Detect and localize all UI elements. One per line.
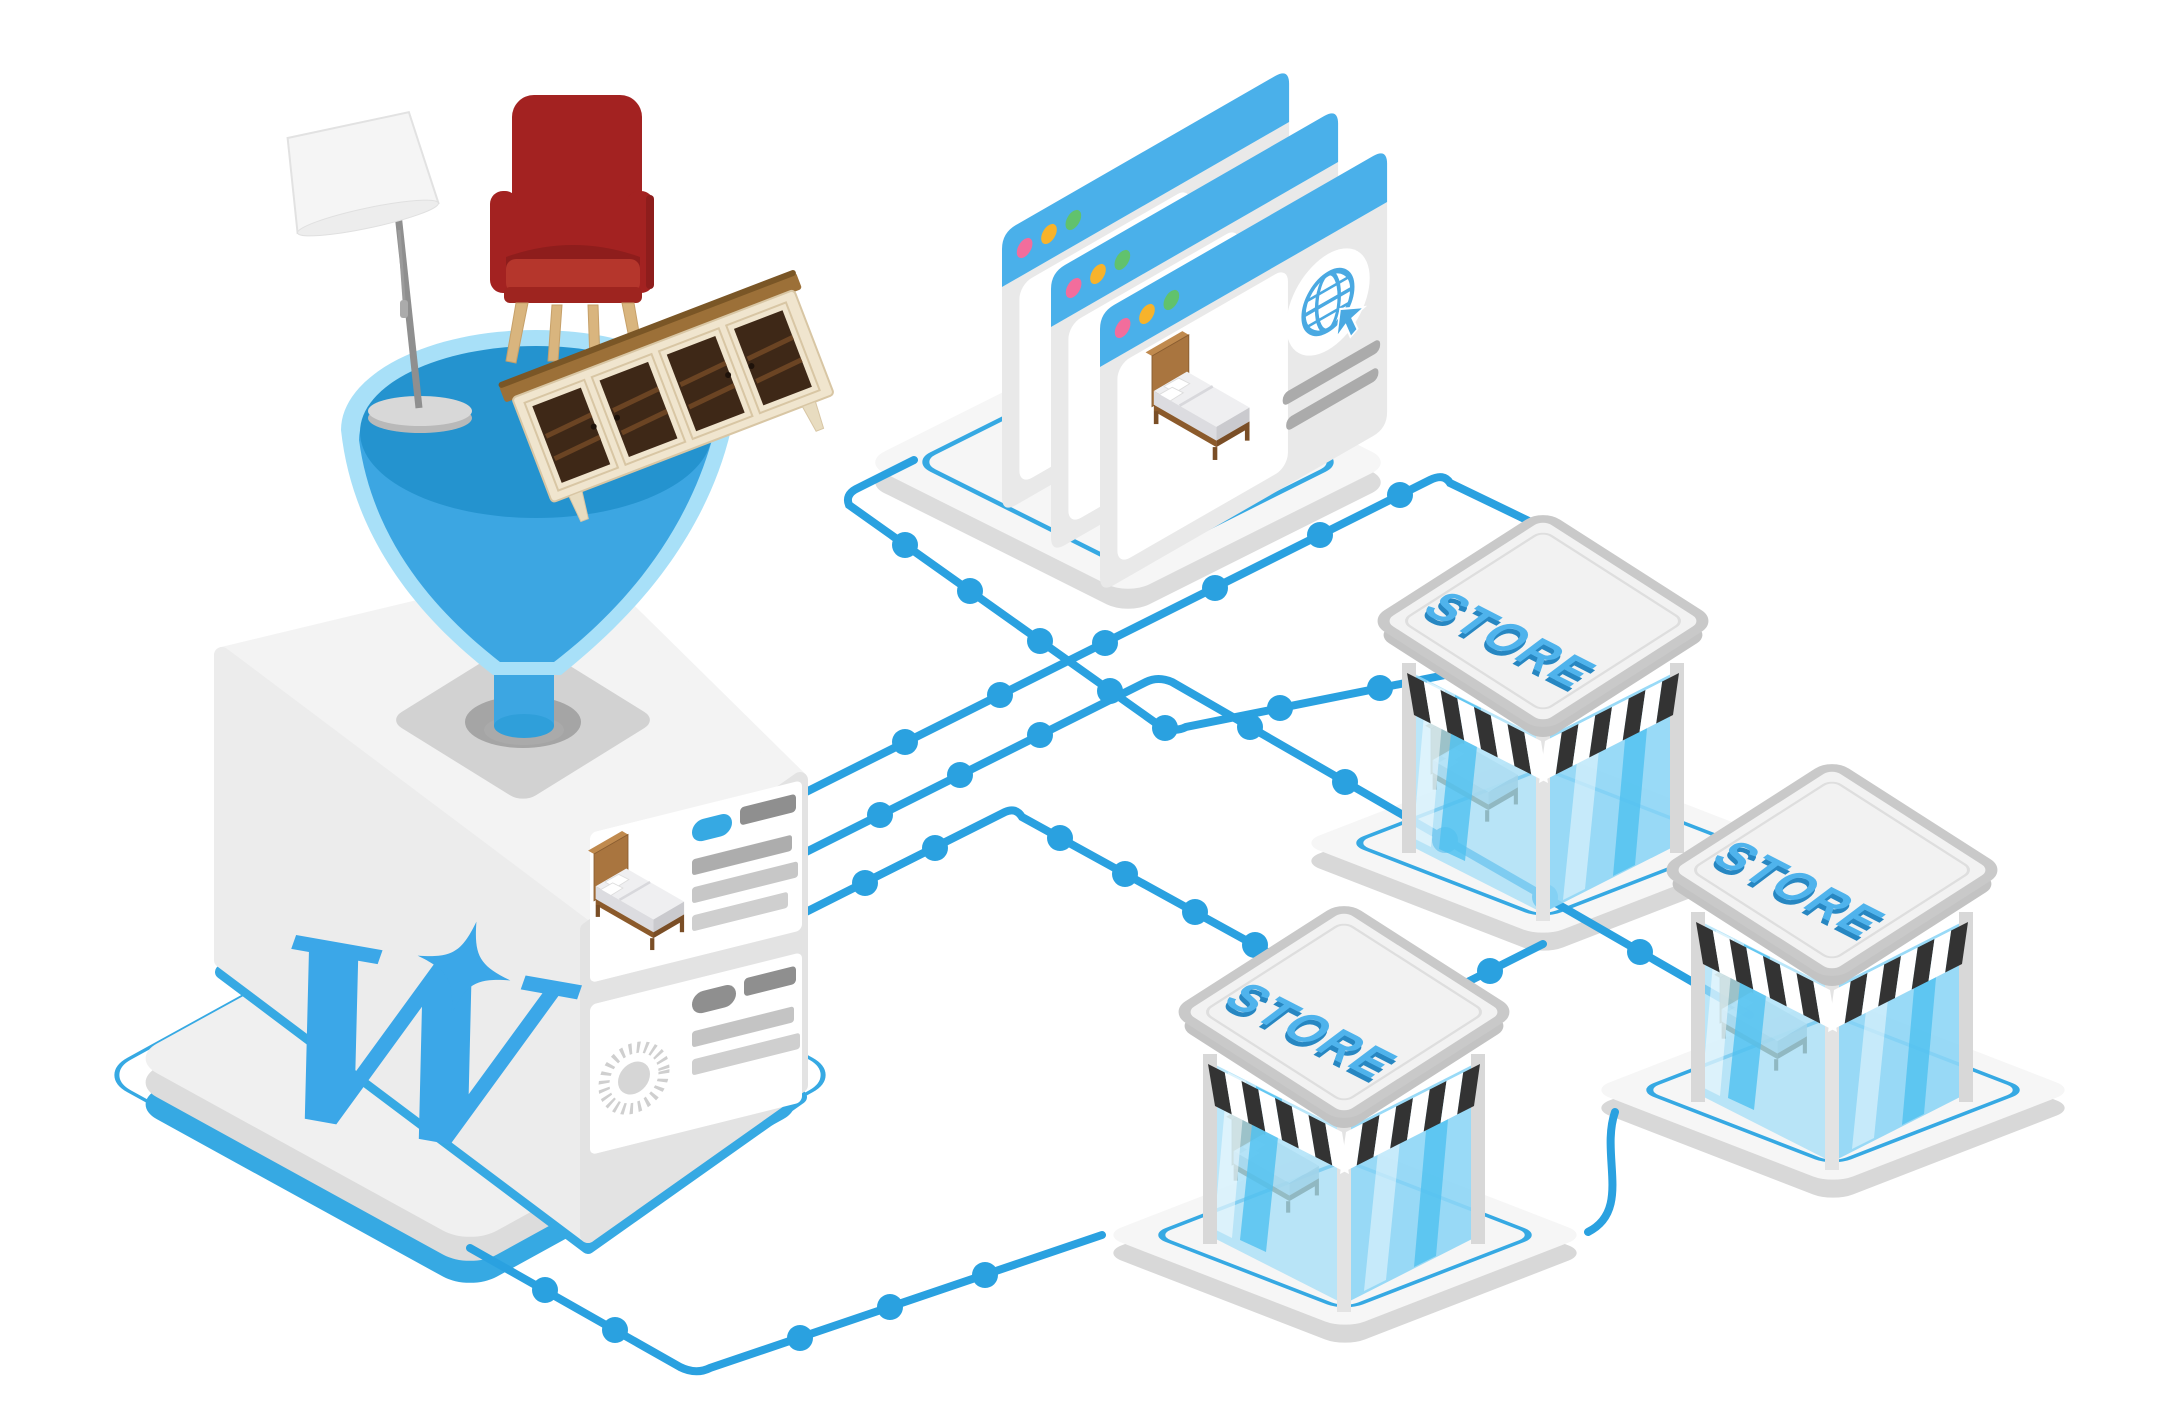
connector-dot (602, 1317, 628, 1343)
red-armchair-icon (490, 95, 654, 364)
connector-dot (892, 729, 918, 755)
connector-dot (1387, 482, 1413, 508)
connector-line-store2-to-store3 (1584, 1108, 1619, 1236)
text-bar (692, 861, 798, 903)
connector-dot (1332, 769, 1358, 795)
store-2: STORE STORE (1177, 905, 1511, 1312)
store-1: STORE STORE (1376, 514, 1710, 921)
text-bar (1282, 340, 1381, 405)
connector-dot (867, 802, 893, 828)
text-bar (692, 892, 788, 931)
globe-cursor-icon (1286, 248, 1370, 356)
connector-dot (1267, 695, 1293, 721)
connector-dot (1152, 715, 1178, 741)
cube-blue-trim (215, 965, 807, 1254)
browser-window-front (1100, 148, 1388, 593)
wooden-cabinet-icon (498, 270, 834, 523)
connector-dot (947, 762, 973, 788)
store-3: STORE STORE (1665, 763, 1999, 1170)
platform-cube: W (214, 560, 808, 1254)
connector-dot (922, 835, 948, 861)
text-bar (1286, 368, 1379, 430)
cabinet-doors (523, 301, 821, 492)
product-card-2 (590, 953, 802, 1154)
connector-dot (1092, 630, 1118, 656)
connector-dot (852, 870, 878, 896)
floor-lamp-icon (286, 111, 472, 433)
connector-dot (1627, 939, 1653, 965)
connector-dot (1477, 958, 1503, 984)
text-bar (744, 966, 796, 996)
connector-line-cube-to-store2 (776, 806, 1304, 974)
text-bar (692, 1033, 800, 1075)
connector-dot (1307, 522, 1333, 548)
connector-line-cube-to-store3 (776, 675, 1754, 1019)
wayfair-w-logo: W (247, 881, 590, 1221)
browser-windows (1002, 68, 1388, 593)
connector-network (466, 456, 1754, 1376)
text-bar (692, 835, 792, 875)
price-pill (692, 814, 732, 842)
connector-dot (877, 1294, 903, 1320)
connector-dot (1237, 714, 1263, 740)
connector-dot (957, 578, 983, 604)
connector-line-browser-to-store1 (843, 456, 1474, 734)
connector-dot (532, 1277, 558, 1303)
connector-dot (1047, 825, 1073, 851)
connector-dot (1202, 575, 1228, 601)
connector-dot (1027, 722, 1053, 748)
text-bar (740, 794, 796, 825)
connector-dot (787, 1325, 813, 1351)
logo-letter: W (247, 881, 590, 1221)
connector-line-bottom (466, 1231, 1106, 1376)
text-bar (692, 1006, 794, 1047)
connector-line-cube-to-roof1 (776, 473, 1564, 809)
connector-dot (1112, 861, 1138, 887)
pill (692, 985, 736, 1014)
connector-dot (1182, 899, 1208, 925)
connector-dot (892, 532, 918, 558)
connector-dot (972, 1262, 998, 1288)
connector-dot (1367, 675, 1393, 701)
connector-dot (987, 682, 1013, 708)
cursor-arrow-icon (1335, 305, 1368, 340)
connector-dot (1097, 678, 1123, 704)
logo-star-icon (417, 921, 511, 1015)
connector-dot (1242, 932, 1268, 958)
connector-dot (1027, 628, 1053, 654)
